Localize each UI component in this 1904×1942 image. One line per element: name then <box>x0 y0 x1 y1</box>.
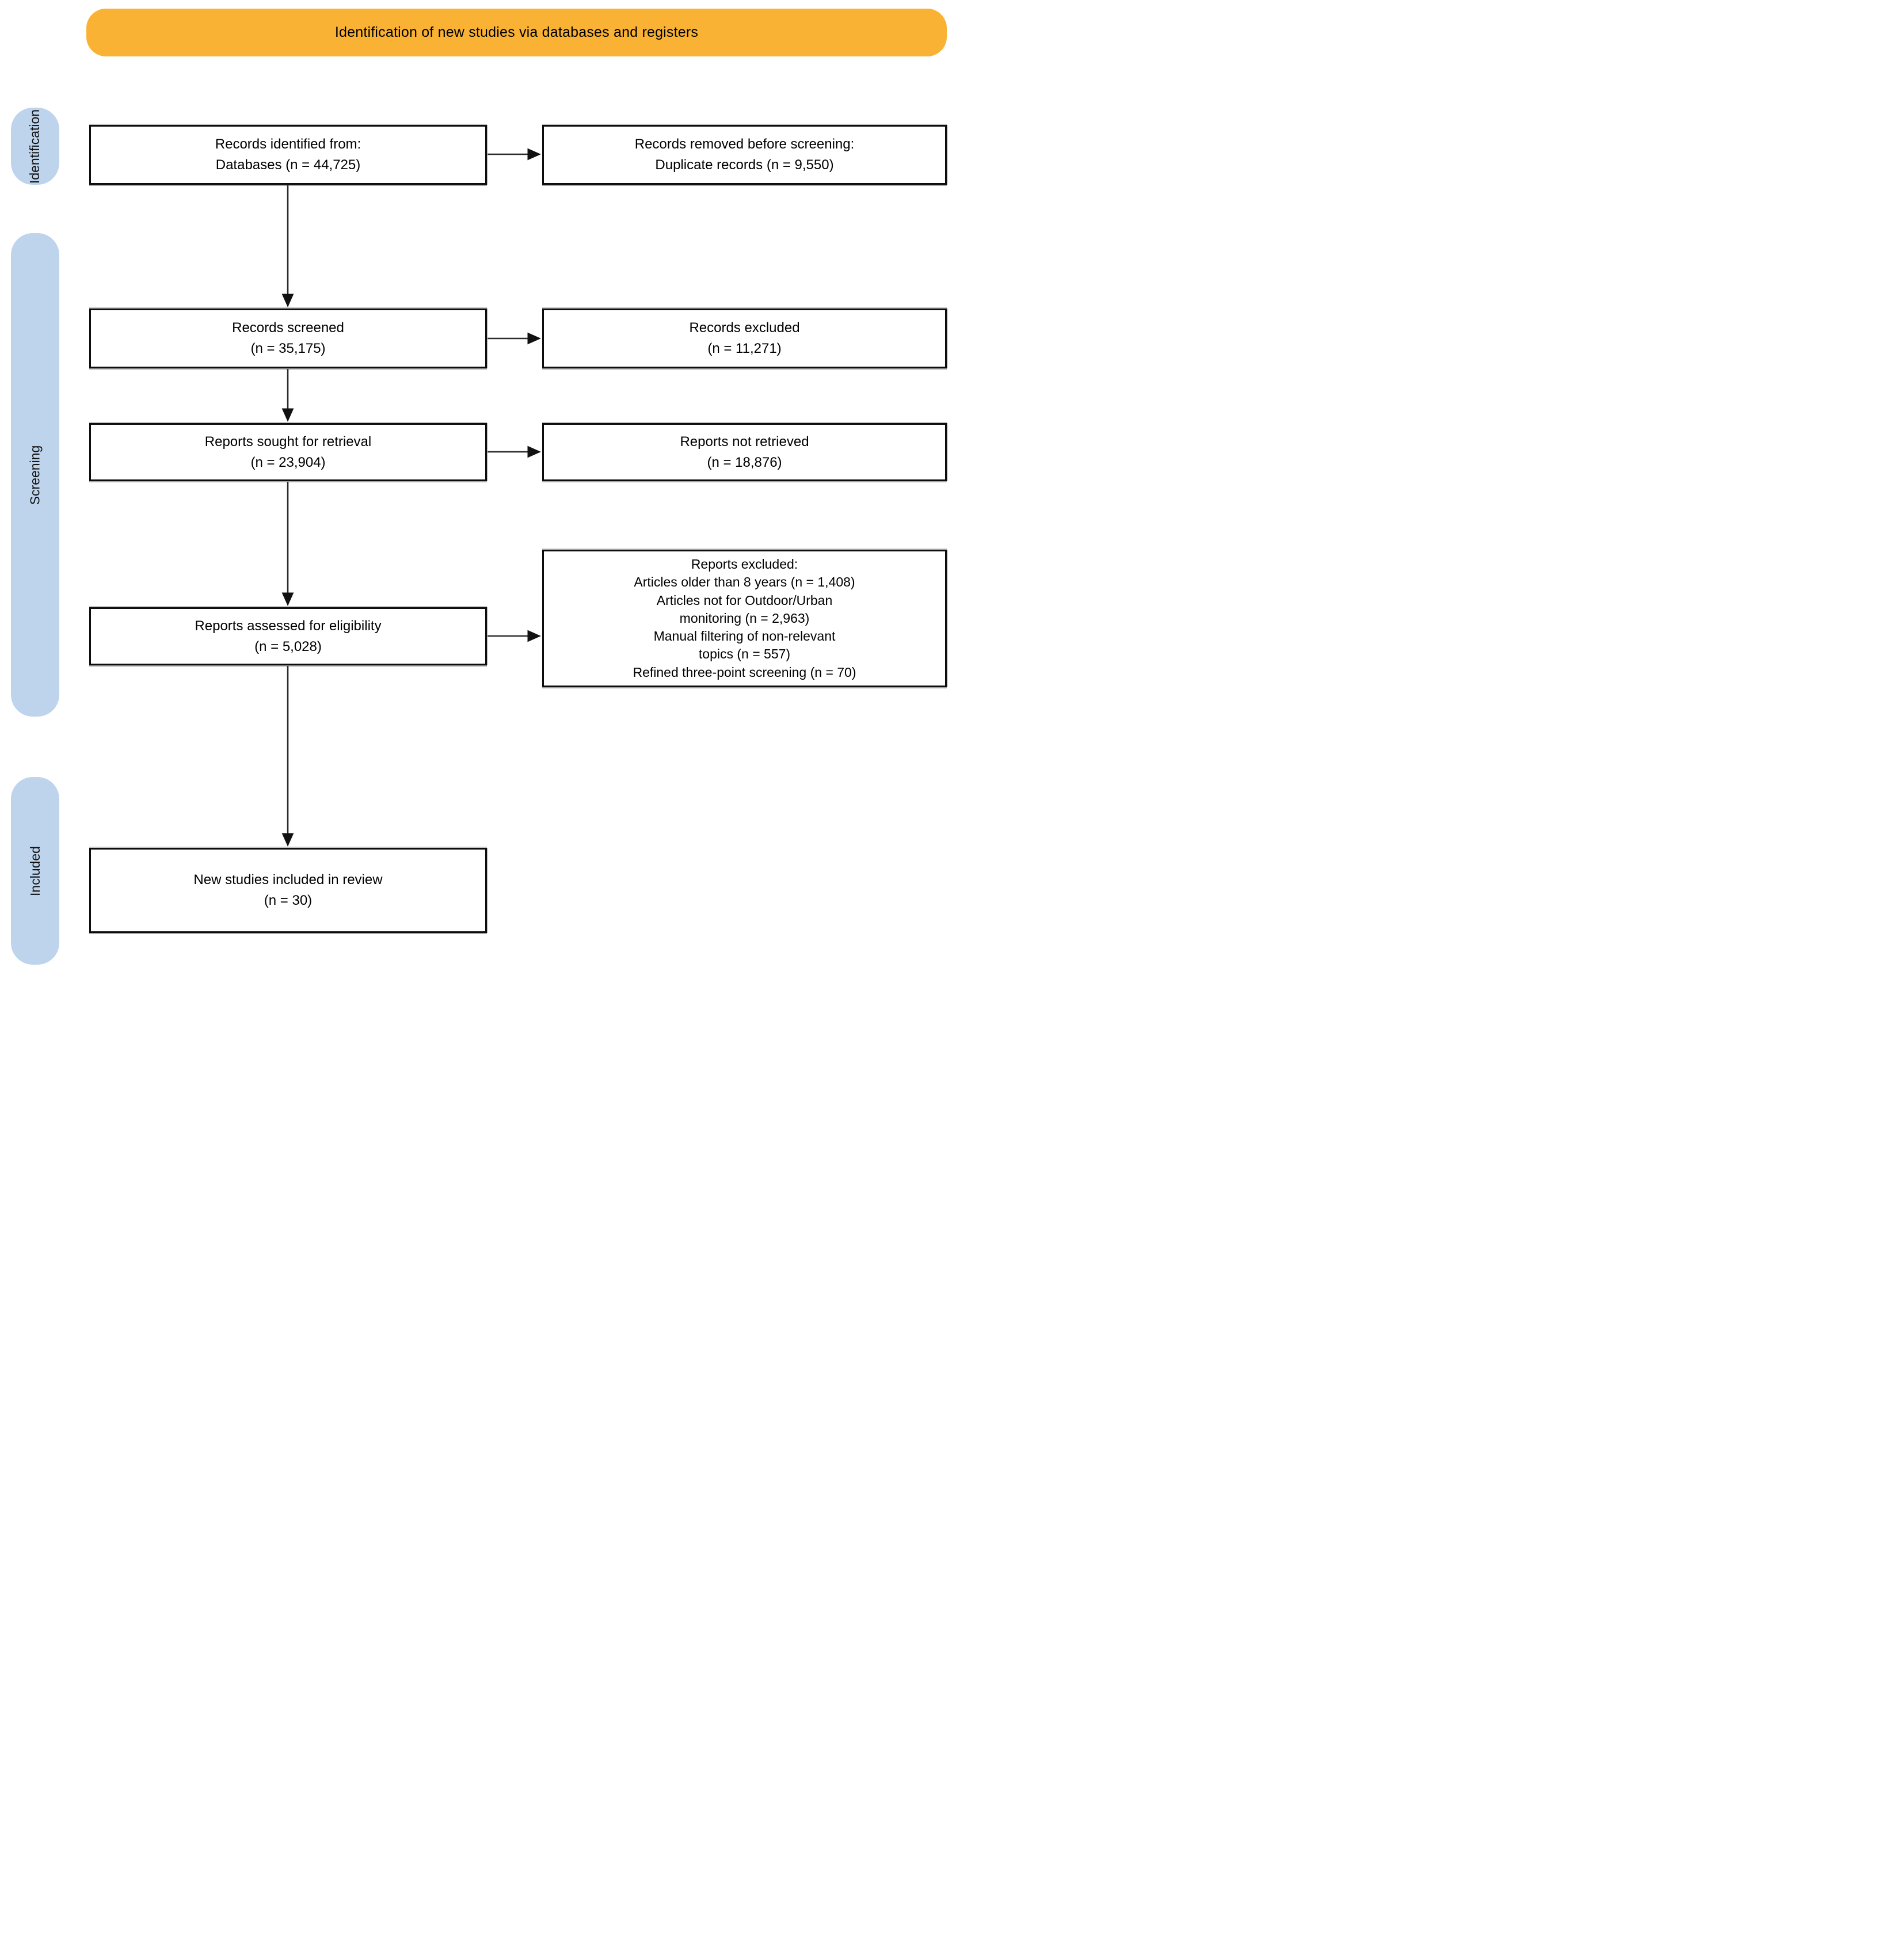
box-reports-excluded-line2: Articles older than 8 years (n = 1,408) <box>634 574 855 590</box>
banner-title-text: Identification of new studies via databa… <box>334 24 699 40</box>
box-records-removed: Records removed before screening: Duplic… <box>542 125 947 185</box>
box-reports-excluded: Reports excluded: Articles older than 8 … <box>542 550 947 687</box>
stage-label-included: Included <box>11 777 59 965</box>
box-records-screened: Records screened (n = 35,175) <box>89 309 487 368</box>
box-records-screened-line1: Records screened <box>232 320 344 336</box>
box-reports-excluded-line7: Refined three-point screening (n = 70) <box>633 664 856 680</box>
box-reports-sought-line1: Reports sought for retrieval <box>204 433 372 450</box>
box-records-excluded: Records excluded (n = 11,271) <box>542 309 947 368</box>
box-reports-sought-line2: (n = 23,904) <box>250 454 326 470</box>
box-reports-not-retrieved-line1: Reports not retrieved <box>680 433 809 450</box>
box-new-studies-included-line2: (n = 30) <box>264 893 313 908</box>
box-reports-sought: Reports sought for retrieval (n = 23,904… <box>89 423 487 481</box>
box-new-studies-included: New studies included in review (n = 30) <box>89 848 487 933</box>
box-reports-assessed-line1: Reports assessed for eligibility <box>195 618 382 634</box>
box-reports-excluded-line4: monitoring (n = 2,963) <box>679 610 810 626</box>
stage-label-included-text: Included <box>27 846 43 896</box>
box-records-excluded-line1: Records excluded <box>689 320 800 336</box>
stage-label-identification: Identification <box>11 108 59 185</box>
stage-label-screening-text: Screening <box>27 445 43 505</box>
box-reports-excluded-line3: Articles not for Outdoor/Urban <box>656 592 833 608</box>
box-reports-assessed: Reports assessed for eligibility (n = 5,… <box>89 607 487 665</box>
box-records-identified-line2: Databases (n = 44,725) <box>215 157 361 173</box>
box-reports-not-retrieved: Reports not retrieved (n = 18,876) <box>542 423 947 481</box>
box-reports-excluded-line6: topics (n = 557) <box>698 646 791 662</box>
box-reports-not-retrieved-line2: (n = 18,876) <box>707 454 782 470</box>
box-records-removed-line1: Records removed before screening: <box>634 136 855 152</box>
box-records-identified-line1: Records identified from: <box>215 136 361 152</box>
stage-label-screening: Screening <box>11 233 59 717</box>
box-new-studies-included-line1: New studies included in review <box>193 872 383 888</box>
stage-label-identification-text: Identification <box>27 109 43 184</box>
box-reports-excluded-line5: Manual filtering of non-relevant <box>653 629 836 644</box>
box-reports-excluded-line1: Reports excluded: <box>691 557 798 572</box>
box-records-excluded-line2: (n = 11,271) <box>707 341 782 356</box>
box-records-identified: Records identified from: Databases (n = … <box>89 125 487 185</box>
box-records-removed-line2: Duplicate records (n = 9,550) <box>655 157 834 173</box>
box-records-screened-line2: (n = 35,175) <box>250 341 326 356</box>
box-reports-assessed-line2: (n = 5,028) <box>254 638 322 654</box>
prisma-flow-diagram: Identification of new studies via databa… <box>0 0 952 971</box>
banner-title: Identification of new studies via databa… <box>86 9 947 56</box>
